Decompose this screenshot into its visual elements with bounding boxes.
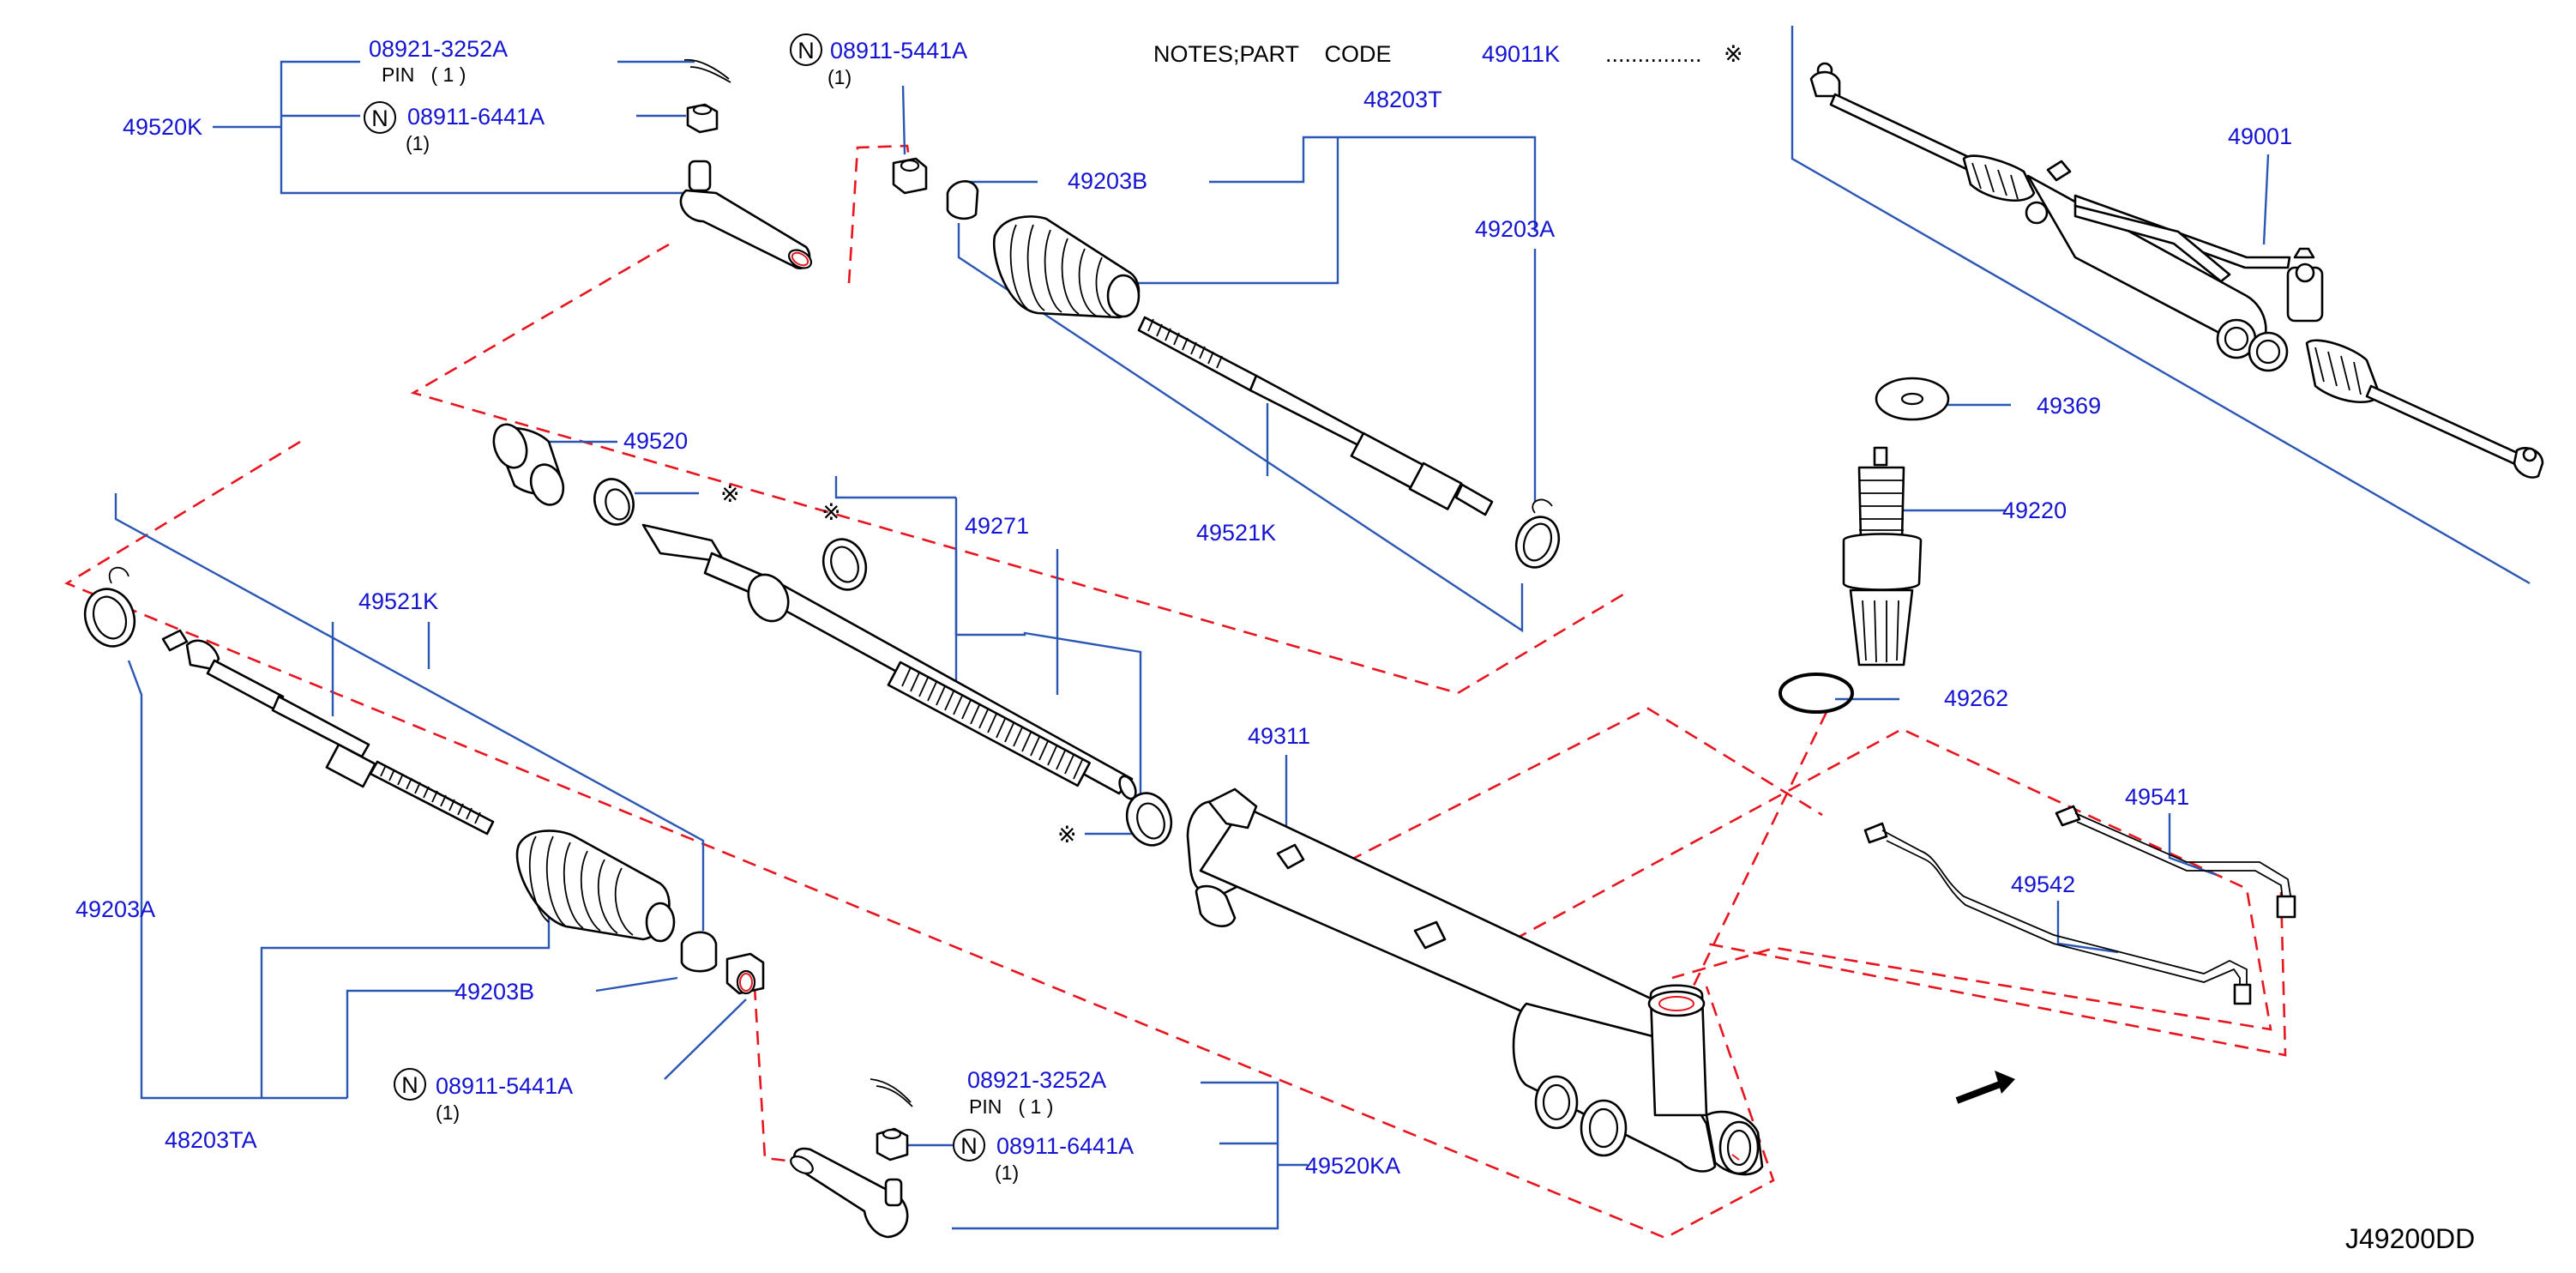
rack-boot-left [515,830,676,943]
cotter-pin-bottom [870,1078,913,1107]
svg-text:N: N [797,38,815,63]
notes-label: NOTES;PART CODE [1153,41,1392,67]
label-49271-mark-lower: ※ [1057,822,1077,848]
label-49542: 49542 [2011,872,2075,897]
inner-tie-rod-top [1137,316,1494,516]
pressure-tubes [1863,805,2296,1005]
castle-nut-top [686,103,719,134]
rack-bushing [492,423,565,506]
seal-ring-49271-lower [1125,792,1173,847]
label-49203B-bottom: 49203B [454,979,534,1005]
nut-symbol-6441-bottom: N [953,1129,985,1161]
label-49203A-right: 49203A [1475,216,1555,242]
notes-mark: ※ [1724,41,1743,67]
label-08921-3252A-top: 08921-3252A [369,36,508,62]
boot-clamp-bottom [680,931,718,973]
steering-rack [641,523,1137,800]
castle-nut-bottom [876,1127,909,1161]
label-49520KA: 49520KA [1305,1153,1400,1179]
label-49220: 49220 [2002,498,2067,523]
label-49520K: 49520K [123,114,202,140]
rack-boot-top [992,215,1141,319]
diagram-id: J49200DD [2345,1223,2475,1254]
label-49262: 49262 [1944,685,2008,711]
label-49203A-left: 49203A [75,896,155,922]
boot-clamp-top [946,180,979,220]
label-08911-6441A-top: 08911-6441A [407,104,545,130]
nut-symbol-5441-top: N [790,33,822,66]
label-08911-6441A-bottom: 08911-6441A [996,1133,1134,1159]
svg-text:N: N [960,1133,978,1159]
lock-nut-top [892,157,928,195]
assembly-dashed-lines [64,144,2287,1240]
tie-rod-end-bottom [790,1147,909,1239]
label-49369: 49369 [2037,393,2101,419]
lock-nut-bottom [725,952,765,995]
label-48203T: 48203T [1363,87,1442,112]
label-49520: 49520 [623,428,688,454]
label-49271-mark-upper: ※ [822,499,841,525]
seal-ring-49520 [593,478,635,526]
svg-text:N: N [371,106,388,131]
pinion-o-ring [1779,673,1854,714]
steering-gear-assembly [1809,62,2544,479]
nut-symbol-6441-top: N [364,101,396,134]
cotter-pin-top [683,58,731,83]
tie-rod-end-top [679,160,813,269]
notes-dots: ............... [1605,41,1702,67]
label-49203B-top: 49203B [1068,168,1147,194]
label-08911-5441A-bottom: 08911-5441A [436,1073,573,1099]
label-qty-6441-top: (1) [406,132,430,154]
label-qty-5441-bottom: (1) [436,1101,460,1124]
front-direction-arrow-icon [1955,1071,2015,1104]
seal-ring-49271-upper [822,538,868,591]
notes-legend: NOTES;PART CODE 49011K ............... ※ [1153,41,1743,67]
inner-tie-rod-left [161,629,495,836]
label-49541: 49541 [2125,784,2189,810]
pinion-washer [1875,377,1950,421]
label-qty-6441-bottom: (1) [995,1161,1019,1184]
label-49521K-left: 49521K [358,588,438,614]
notes-code: 49011K [1482,41,1560,67]
label-49001: 49001 [2228,124,2292,149]
label-48203TA: 48203TA [165,1127,257,1153]
label-qty-5441-top: (1) [828,66,852,88]
label-49521K-top: 49521K [1196,520,1276,546]
pinion-valve [1842,446,1923,667]
boot-clamp-right [1514,498,1561,569]
label-49520-mark: ※ [720,481,740,507]
gear-housing [1186,787,1764,1176]
svg-text:N: N [401,1072,418,1098]
label-08911-5441A-top: 08911-5441A [830,38,967,63]
label-49271: 49271 [965,513,1029,539]
leader-lines [114,26,2531,1230]
label-pin-bottom: PIN ( 1 ) [969,1095,1053,1118]
boot-clamp-left [83,566,136,648]
nut-symbol-5441-bottom: N [394,1068,426,1101]
label-49311: 49311 [1248,723,1310,749]
label-pin-top: PIN ( 1 ) [382,63,466,86]
label-08921-3252A-bottom: 08921-3252A [967,1067,1106,1093]
